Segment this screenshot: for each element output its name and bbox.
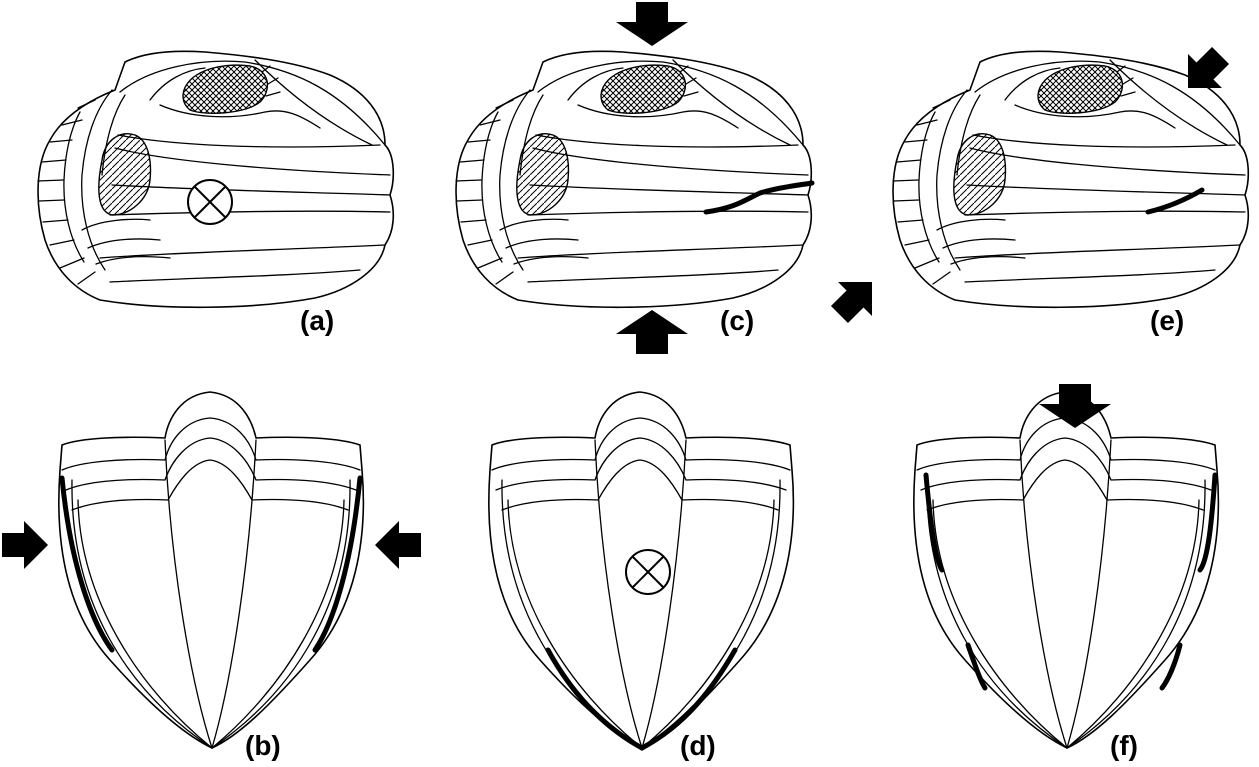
side-view-body bbox=[893, 51, 1248, 307]
side-view-body bbox=[38, 51, 393, 307]
panel-f: (f) bbox=[914, 384, 1219, 761]
panel-label-c: (c) bbox=[720, 305, 754, 336]
arrow-left-icon bbox=[375, 521, 421, 569]
front-view-body bbox=[59, 392, 364, 748]
panel-label-f: (f) bbox=[1110, 730, 1138, 761]
front-view-body bbox=[914, 392, 1219, 748]
panel-a: (a) bbox=[38, 51, 393, 336]
arrow-up-icon bbox=[616, 310, 688, 354]
arrow-down-icon bbox=[616, 2, 688, 46]
arrow-right-icon bbox=[2, 521, 48, 569]
side-view-body bbox=[456, 51, 811, 307]
panel-label-a: (a) bbox=[300, 305, 334, 336]
arrow-diagonal-up-right-icon bbox=[823, 265, 889, 331]
panel-c: (c) bbox=[456, 2, 812, 354]
panel-b: (b) bbox=[2, 392, 421, 761]
into-page-marker-icon bbox=[188, 180, 232, 224]
panel-e: (e) bbox=[823, 39, 1249, 336]
panel-label-d: (d) bbox=[680, 730, 716, 761]
panel-label-b: (b) bbox=[245, 730, 281, 761]
panel-label-e: (e) bbox=[1150, 305, 1184, 336]
into-page-marker-icon bbox=[626, 550, 670, 594]
panel-d: (d) bbox=[489, 392, 794, 761]
